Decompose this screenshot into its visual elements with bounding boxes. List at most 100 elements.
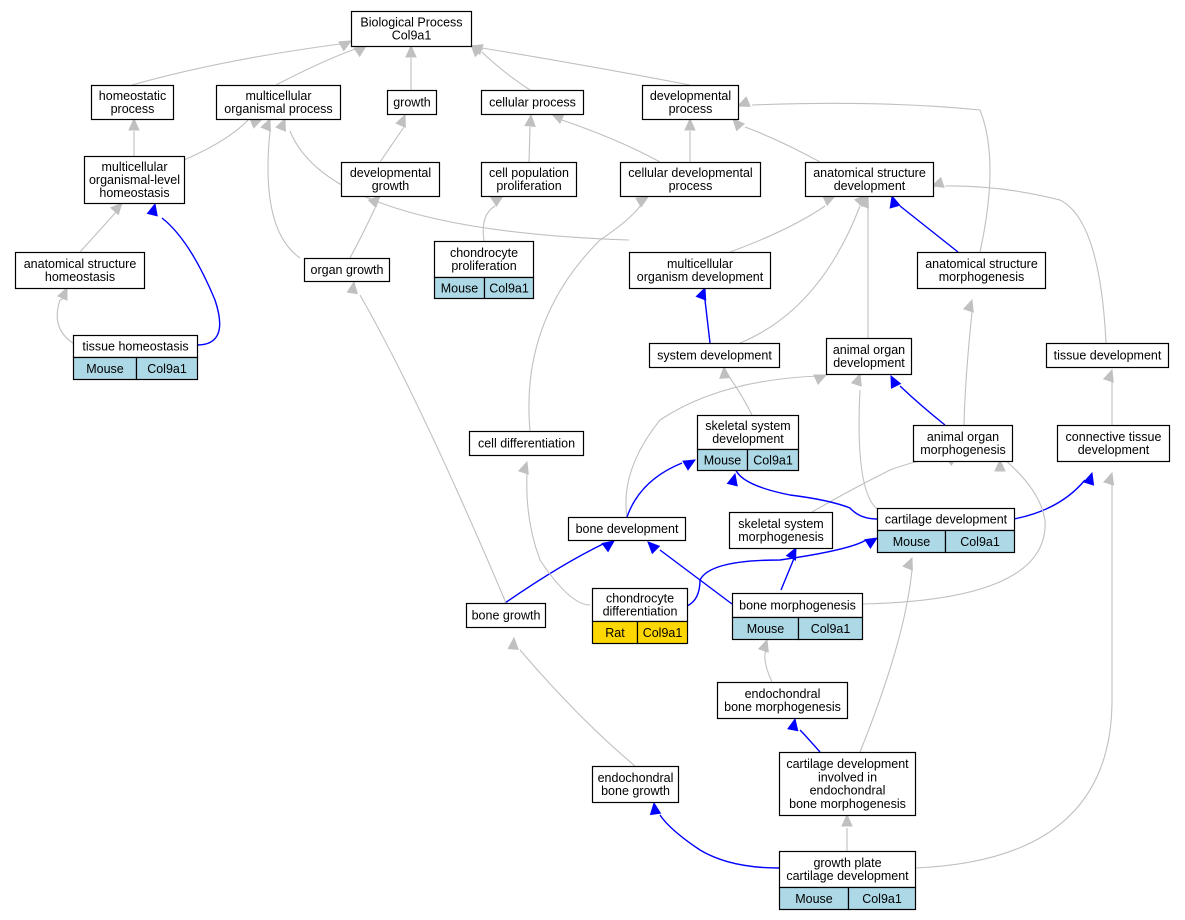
edge-gray: [481, 47, 691, 86]
arrowhead: [841, 813, 853, 827]
node-bonegrowth[interactable]: bone growth: [465, 602, 547, 629]
species-label: Mouse: [86, 362, 124, 376]
edge-gray: [519, 649, 636, 767]
edge-blue: [659, 549, 733, 605]
node-label-line: connective tissue: [1066, 430, 1162, 444]
node-box: [14, 251, 146, 290]
edge-blue: [504, 543, 604, 604]
edge-gray: [963, 311, 973, 426]
node-cellproc[interactable]: cellular process: [480, 89, 585, 116]
node-celldiff[interactable]: cell differentiation: [468, 430, 585, 457]
node-label-line: process: [669, 179, 713, 193]
arrowhead: [1103, 471, 1115, 486]
edge-gray: [561, 119, 661, 163]
node-label-line: homeostatic: [99, 89, 166, 103]
arrowhead: [994, 458, 1006, 472]
node-label-line: endochondral: [598, 771, 674, 785]
node-label-line: growth plate: [813, 856, 881, 870]
node-label-line: cartilage development: [885, 513, 1008, 527]
edge-gray: [526, 473, 591, 606]
node-label-line: proliferation: [451, 259, 516, 273]
edge-gray: [275, 48, 356, 86]
nodes-layer: Biological ProcessCol9a1homeostaticproce…: [14, 10, 1171, 911]
arrowhead: [822, 195, 837, 207]
edge-gray: [625, 375, 819, 518]
gene-cell: [483, 276, 535, 300]
node-sysdev[interactable]: system development: [648, 342, 781, 369]
edge-gray: [858, 389, 878, 510]
arrowhead: [889, 194, 901, 209]
node-box: [778, 850, 917, 889]
edge-blue: [780, 555, 796, 591]
gene-label: Col9a1: [811, 622, 851, 636]
node-label-line: organism development: [637, 270, 764, 284]
edge-gray: [131, 43, 341, 86]
node-label-line: organismal-level: [89, 173, 180, 187]
edge-gray: [764, 649, 773, 683]
node-label-line: endochondral: [745, 687, 821, 701]
node-growth[interactable]: growth: [386, 89, 438, 116]
node-box: [303, 257, 391, 283]
edge-blue: [626, 462, 683, 518]
species-label: Mouse: [441, 282, 479, 296]
edge-gray: [739, 205, 861, 344]
edge-blue: [734, 467, 878, 520]
arrowhead: [635, 196, 650, 208]
arrowhead: [1083, 471, 1095, 486]
edge-gray: [751, 102, 991, 253]
edge-blue: [1013, 479, 1086, 520]
node-tissuedev[interactable]: tissue development: [1045, 342, 1170, 369]
node-bonedev[interactable]: bone development: [567, 516, 687, 542]
arrowhead: [109, 202, 123, 216]
node-label-line: cellular process: [489, 96, 576, 110]
node-organgrowth[interactable]: organ growth: [303, 257, 391, 283]
gene-cell: [944, 529, 1016, 554]
arrowhead: [726, 472, 738, 487]
arrowhead: [1102, 368, 1114, 383]
node-label-line: developmental: [650, 89, 731, 103]
arrowhead: [736, 96, 751, 107]
node-label-line: cartilage development: [786, 869, 909, 883]
arrowhead: [550, 113, 565, 125]
edge-gray: [944, 185, 1107, 344]
node-label-line: cell population: [489, 166, 569, 180]
edge-blue: [161, 217, 221, 346]
arrowhead: [757, 638, 769, 653]
gene-cell: [135, 356, 199, 381]
node-label-line: multicellular: [102, 160, 168, 174]
node-label-line: development: [833, 356, 905, 370]
edge-gray: [481, 51, 531, 91]
node-label-line: morphogenesis: [939, 270, 1024, 284]
node-box: [90, 84, 175, 121]
arrowhead: [682, 459, 697, 471]
arrowhead: [56, 286, 68, 301]
gene-label: Col9a1: [643, 626, 683, 640]
arrowhead: [353, 45, 368, 58]
